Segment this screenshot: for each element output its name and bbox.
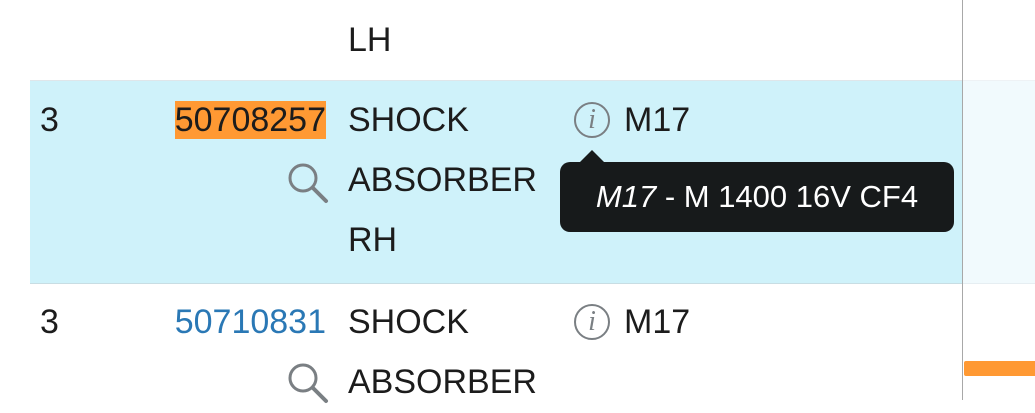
search-icon[interactable] xyxy=(287,362,329,413)
description-line: SHOCK xyxy=(348,303,469,341)
model-tooltip: M17 - M 1400 16V CF4 xyxy=(560,162,954,232)
part-number-highlight[interactable]: 50708257 xyxy=(174,101,326,139)
part-number-link[interactable]: 50708257 xyxy=(126,100,326,140)
info-icon[interactable]: i xyxy=(574,102,610,138)
tooltip-code: M17 xyxy=(595,179,657,214)
tooltip-arrow xyxy=(580,150,604,162)
description-line: LH xyxy=(348,21,392,59)
description-line: ABSORBER xyxy=(348,363,537,401)
description-line: ABSORBER xyxy=(348,161,537,199)
description-line: SHOCK xyxy=(348,101,469,139)
side-panel-row xyxy=(963,80,1035,284)
description-line: RH xyxy=(348,221,398,259)
quantity: 3 xyxy=(40,101,59,139)
model-code: M17 xyxy=(624,101,691,139)
tooltip-text: - M 1400 16V CF4 xyxy=(656,179,919,214)
column-divider xyxy=(962,0,963,400)
search-icon[interactable] xyxy=(287,162,329,213)
model-code: M17 xyxy=(624,303,691,341)
info-icon[interactable]: i xyxy=(574,304,610,340)
side-indicator-bar xyxy=(964,361,1035,376)
quantity: 3 xyxy=(40,303,59,341)
part-number-link[interactable]: 50710831 xyxy=(174,303,326,341)
